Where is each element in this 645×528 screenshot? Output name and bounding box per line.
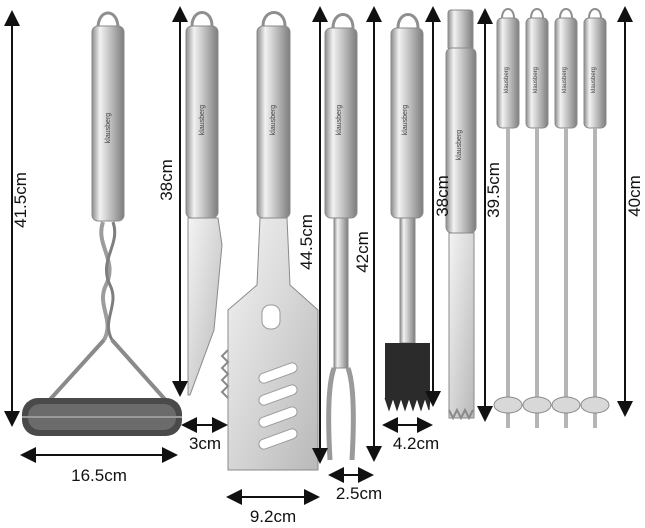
- basting-brush-height-label: 38cm: [433, 175, 452, 217]
- skewer: klausberg: [522, 8, 552, 428]
- svg-text:klausberg: klausberg: [533, 67, 539, 93]
- brand-logo: klausberg: [270, 105, 277, 135]
- brand-logo: klausberg: [105, 113, 112, 143]
- skewers-height-label: 40cm: [625, 175, 644, 217]
- brand-logo: klausberg: [402, 105, 409, 135]
- brand-logo: klausberg: [199, 105, 206, 135]
- spatula-width-label: 9.2cm: [250, 507, 296, 526]
- spatula-slots: [258, 362, 298, 450]
- dimension-lines: [4, 6, 633, 505]
- brand-logo: klausberg: [336, 105, 343, 135]
- skewer: klausberg: [493, 8, 523, 428]
- grill-brush-width-label: 16.5cm: [71, 466, 127, 485]
- tongs-height-label: 39.5cm: [484, 162, 503, 218]
- knife-height-label: 38cm: [157, 159, 176, 201]
- skewer: klausberg: [580, 8, 610, 428]
- spatula: klausberg: [220, 11, 319, 471]
- skewers: klausberg klausberg klausberg klausberg: [493, 8, 610, 428]
- fork-height-label: 42cm: [353, 231, 372, 273]
- brush-bristles: [22, 398, 182, 436]
- svg-text:klausberg: klausberg: [591, 67, 597, 93]
- knife-width-label: 3cm: [189, 434, 221, 453]
- fork: klausberg: [324, 13, 358, 461]
- tongs: klausberg: [445, 9, 477, 421]
- dimension-labels: 41.5cm 16.5cm 38cm 3cm 44.5cm 9.2cm 42cm…: [11, 159, 644, 526]
- svg-text:klausberg: klausberg: [504, 67, 510, 93]
- brand-logo: klausberg: [456, 130, 463, 160]
- knife: klausberg: [185, 11, 223, 396]
- spatula-height-label: 44.5cm: [297, 214, 316, 270]
- basting-brush: klausberg: [384, 13, 431, 412]
- svg-text:klausberg: klausberg: [562, 67, 568, 93]
- basting-brush-width-label: 4.2cm: [393, 434, 439, 453]
- skewer: klausberg: [551, 8, 581, 428]
- grill-brush-height-label: 41.5cm: [11, 172, 30, 228]
- grill-brush: klausberg: [22, 11, 182, 436]
- fork-width-label: 2.5cm: [336, 484, 382, 503]
